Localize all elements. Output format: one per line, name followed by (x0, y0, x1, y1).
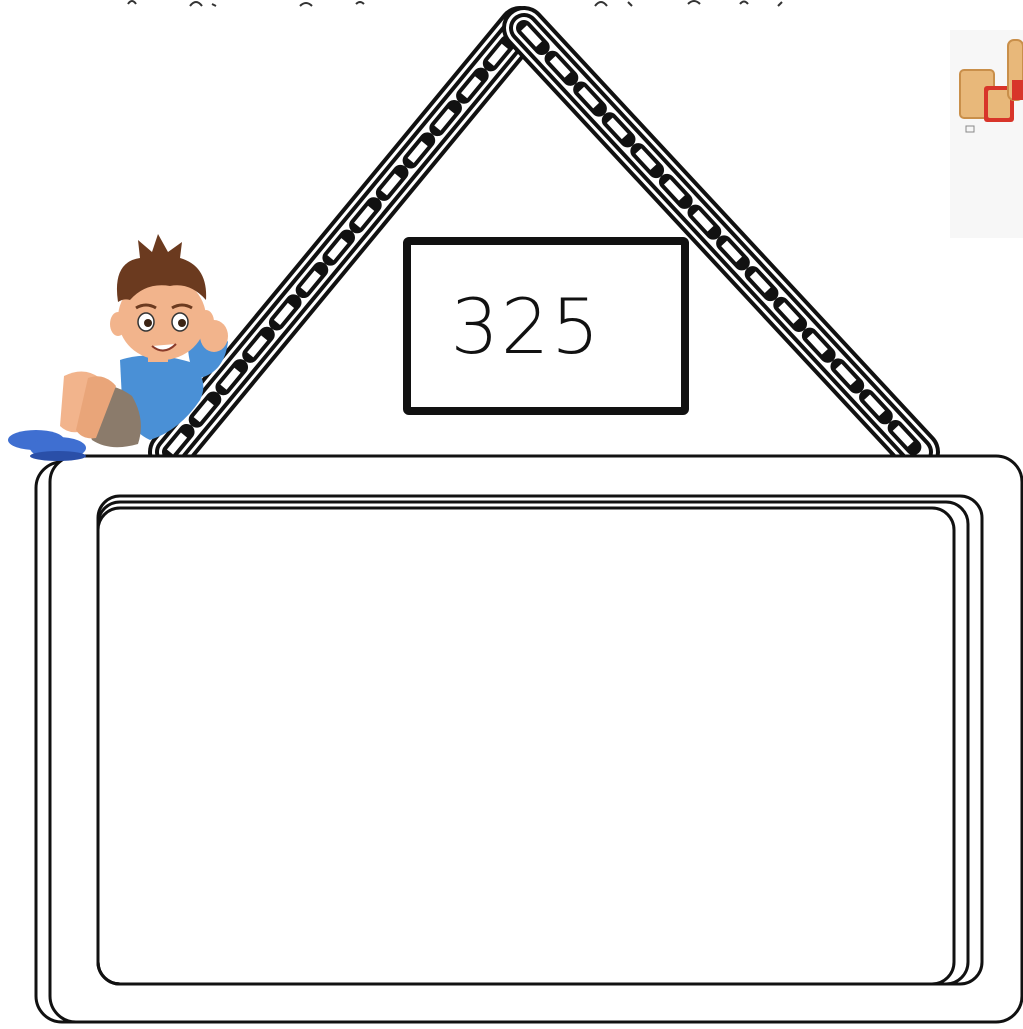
number-card-value: 325 (410, 244, 682, 408)
house-body-frame (36, 456, 1022, 1022)
rubber-stamp-icon (950, 30, 1023, 238)
top-handwriting-fragment (128, 1, 782, 6)
